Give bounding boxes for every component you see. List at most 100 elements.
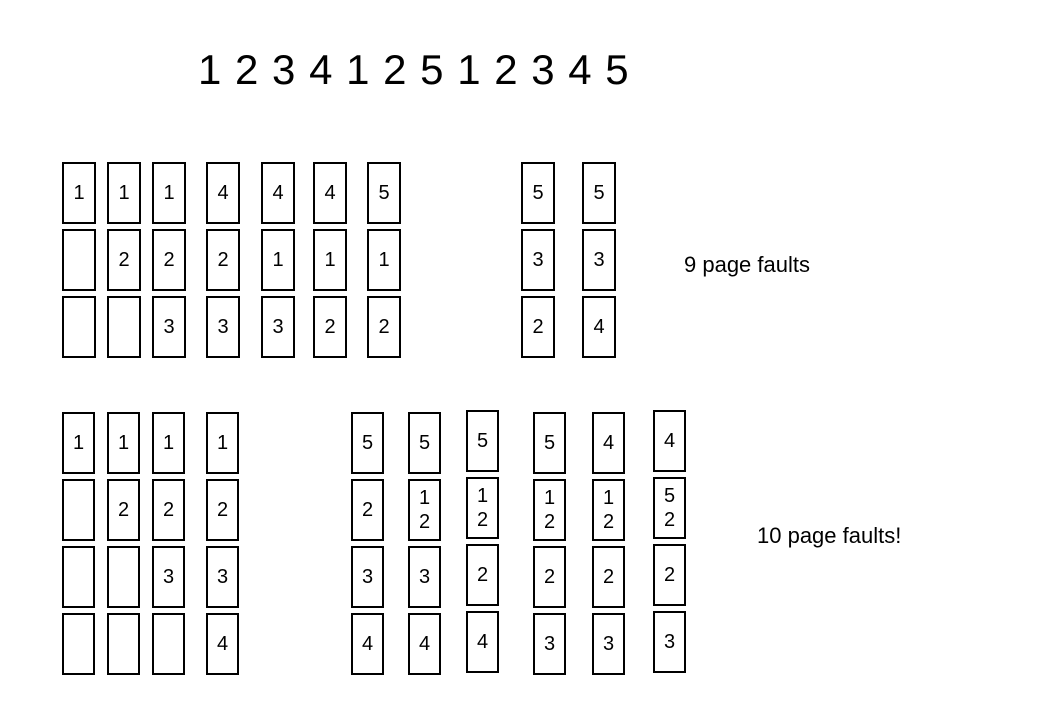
frame-page-number: 4 [663, 430, 676, 452]
frame-page-number: 1 2 [418, 487, 431, 533]
four-frame-cell: 5 [466, 410, 499, 472]
three-frame-cell: 1 [313, 229, 347, 291]
three-frame-cell: 2 [152, 229, 186, 291]
four-frame-fault-count: 10 page faults! [757, 523, 902, 548]
four-frame-cell: 5 [408, 412, 441, 474]
frame-page-number: 4 [602, 432, 615, 454]
frame-page-number: 2 [476, 564, 489, 586]
frame-page-number: 3 [217, 316, 229, 338]
frame-page-number: 3 [543, 633, 556, 655]
three-frame-cell: 2 [206, 229, 240, 291]
frame-page-number: 1 [72, 432, 85, 454]
four-frame-cell: 2 [152, 479, 185, 541]
four-frame-cell: 4 [408, 613, 441, 675]
four-frame-cell: 1 [152, 412, 185, 474]
frame-page-number: 5 [593, 182, 605, 204]
frame-page-number: 3 [216, 566, 229, 588]
four-frame-cell: 4 [351, 613, 384, 675]
three-frame-cell: 2 [107, 229, 141, 291]
frame-page-number: 1 2 [543, 487, 556, 533]
four-frame-cell: 2 [466, 544, 499, 606]
frame-page-number: 2 [216, 499, 229, 521]
frame-page-number: 2 [162, 499, 175, 521]
four-frame-cell: 3 [653, 611, 686, 673]
four-frame-cell [152, 613, 185, 675]
four-frame-cell: 4 [466, 611, 499, 673]
three-frame-cell: 2 [313, 296, 347, 358]
four-frame-cell: 5 [351, 412, 384, 474]
four-frame-cell: 2 [351, 479, 384, 541]
four-frame-cell: 5 2 [653, 477, 686, 539]
four-frame-cell [107, 613, 140, 675]
three-frame-cell: 1 [367, 229, 401, 291]
frame-page-number: 1 [378, 249, 390, 271]
frame-page-number: 3 [361, 566, 374, 588]
four-frame-cell: 3 [533, 613, 566, 675]
three-frame-cell: 3 [521, 229, 555, 291]
three-frame-cell: 3 [152, 296, 186, 358]
frame-page-number: 1 [163, 182, 175, 204]
frame-page-number: 4 [418, 633, 431, 655]
four-frame-cell: 1 [62, 412, 95, 474]
frame-page-number: 3 [163, 316, 175, 338]
four-frame-cell: 1 [206, 412, 239, 474]
frame-page-number: 1 [73, 182, 85, 204]
frame-page-number: 3 [418, 566, 431, 588]
four-frame-cell: 3 [206, 546, 239, 608]
three-frame-cell: 1 [62, 162, 96, 224]
four-frame-cell [62, 613, 95, 675]
three-frame-cell: 3 [582, 229, 616, 291]
three-frame-cell: 4 [206, 162, 240, 224]
three-frame-cell [107, 296, 141, 358]
four-frame-cell: 3 [351, 546, 384, 608]
frame-page-number: 5 [418, 432, 431, 454]
four-frame-cell [107, 546, 140, 608]
frame-page-number: 2 [217, 249, 229, 271]
frame-page-number: 5 [476, 430, 489, 452]
four-frame-cell: 2 [653, 544, 686, 606]
four-frame-cell: 1 2 [592, 479, 625, 541]
three-frame-cell [62, 229, 96, 291]
four-frame-cell: 1 2 [533, 479, 566, 541]
frame-page-number: 2 [532, 316, 544, 338]
three-frame-cell: 4 [313, 162, 347, 224]
frame-page-number: 1 [118, 182, 130, 204]
four-frame-cell: 3 [592, 613, 625, 675]
three-frame-fault-count: 9 page faults [684, 252, 810, 277]
frame-page-number: 3 [593, 249, 605, 271]
frame-page-number: 4 [324, 182, 336, 204]
frame-page-number: 4 [216, 633, 229, 655]
frame-page-number: 2 [117, 499, 130, 521]
frame-page-number: 4 [361, 633, 374, 655]
three-frame-cell: 4 [261, 162, 295, 224]
four-frame-cell: 2 [206, 479, 239, 541]
three-frame-cell: 5 [521, 162, 555, 224]
three-frame-cell: 1 [107, 162, 141, 224]
four-frame-cell [62, 546, 95, 608]
frame-page-number: 2 [663, 564, 676, 586]
four-frame-cell: 2 [107, 479, 140, 541]
three-frame-cell: 2 [521, 296, 555, 358]
three-frame-cell: 5 [582, 162, 616, 224]
frame-page-number: 1 [324, 249, 336, 271]
three-frame-cell [62, 296, 96, 358]
three-frame-cell: 1 [261, 229, 295, 291]
frame-page-number: 4 [593, 316, 605, 338]
four-frame-cell: 5 [533, 412, 566, 474]
four-frame-cell: 3 [408, 546, 441, 608]
frame-page-number: 5 [532, 182, 544, 204]
four-frame-cell: 1 [107, 412, 140, 474]
three-frame-cell: 4 [582, 296, 616, 358]
frame-page-number: 1 2 [476, 485, 489, 531]
four-frame-cell: 4 [206, 613, 239, 675]
four-frame-cell: 3 [152, 546, 185, 608]
reference-string: 1 2 3 4 1 2 5 1 2 3 4 5 [198, 46, 630, 93]
four-frame-cell: 4 [592, 412, 625, 474]
frame-page-number: 5 [378, 182, 390, 204]
frame-page-number: 1 [117, 432, 130, 454]
four-frame-cell: 2 [592, 546, 625, 608]
four-frame-cell: 1 2 [466, 477, 499, 539]
frame-page-number: 2 [602, 566, 615, 588]
three-frame-cell: 3 [206, 296, 240, 358]
frame-page-number: 3 [602, 633, 615, 655]
